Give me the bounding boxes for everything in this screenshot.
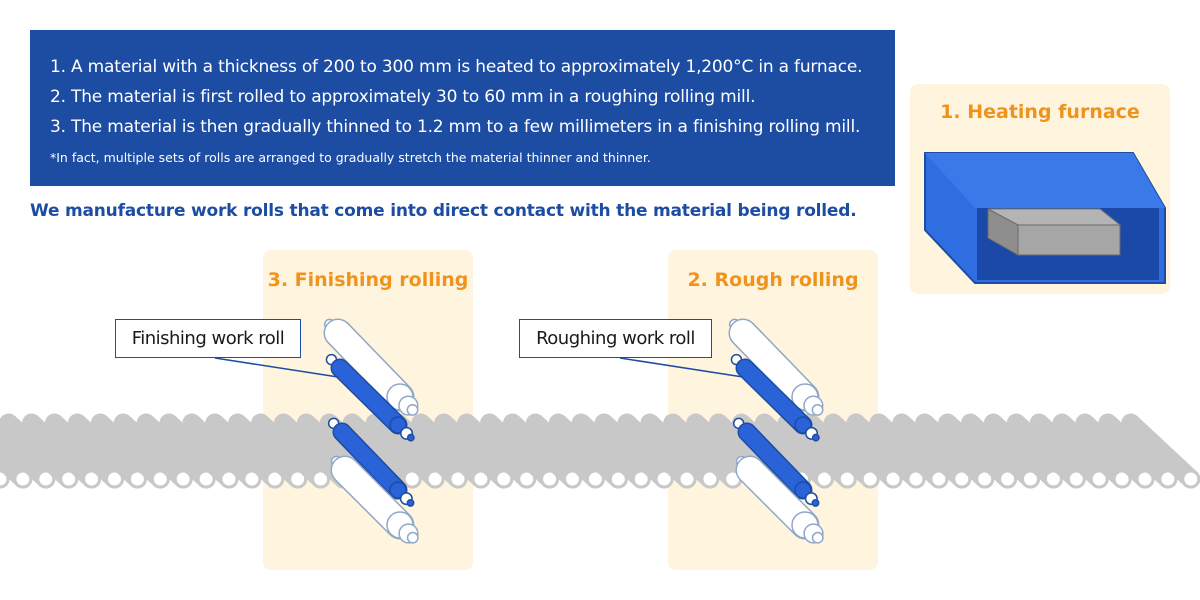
- conveyor-roller: [67, 413, 147, 489]
- rough-lower-work-roll: [732, 417, 820, 507]
- finishing-leader-line: [214, 357, 339, 378]
- conveyor-roller: [571, 413, 651, 489]
- conveyor-roller: [205, 413, 285, 489]
- conveyor-roller: [869, 413, 949, 489]
- conveyor-roller: [159, 413, 239, 489]
- rough-lower-backup-roll: [735, 455, 824, 544]
- conveyor-roller: [503, 413, 582, 489]
- conveyor-roller: [251, 413, 331, 489]
- conveyor-roller: [800, 413, 880, 489]
- callout-leader-lines: [214, 357, 744, 378]
- rough-rolling-panel: 2. Rough rolling: [668, 250, 878, 570]
- step-1-text: 1. A material with a thickness of 200 to…: [50, 57, 863, 77]
- conveyor-roller: [1029, 413, 1109, 489]
- conveyor-roller: [1075, 413, 1155, 489]
- finishing-lower-work-roll: [327, 417, 415, 507]
- rough-rolling-title: 2. Rough rolling: [687, 269, 859, 291]
- finishing-lower-backup-roll: [330, 455, 419, 544]
- conveyor-roller: [0, 423, 56, 489]
- conveyor-roller: [823, 413, 903, 489]
- conveyor-roller: [228, 413, 308, 489]
- conveyor-roller: [961, 413, 1040, 489]
- conveyor-roller: [915, 413, 995, 489]
- conveyor-roller: [640, 413, 720, 489]
- conveyor-roller: [1052, 413, 1132, 489]
- conveyor-roller: [1006, 413, 1086, 489]
- conveyor-roller: [983, 413, 1063, 489]
- conveyor-roller: [365, 413, 445, 489]
- furnace-illustration: [924, 152, 1166, 284]
- conveyor-roller: [938, 413, 1018, 489]
- conveyor-roller: [0, 413, 79, 489]
- finishing-upper-backup-roll: [323, 318, 419, 416]
- conveyor-roller: [434, 413, 514, 489]
- footnote: *In fact, multiple sets of rolls are arr…: [50, 150, 651, 165]
- conveyor-roller: [594, 413, 674, 489]
- roller-conveyor: [0, 413, 1200, 489]
- finishing-upper-work-roll: [325, 353, 415, 442]
- finishing-rolling-panel: 3. Finishing rolling: [263, 250, 473, 570]
- conveyor-roller: [617, 413, 697, 489]
- rough-upper-backup-roll: [728, 318, 824, 416]
- process-description-box: 1. A material with a thickness of 200 to…: [30, 30, 895, 186]
- conveyor-roller: [342, 413, 422, 489]
- conveyor-roller: [457, 413, 537, 489]
- rough-upper-work-roll: [730, 353, 820, 442]
- conveyor-roller: [892, 413, 972, 489]
- conveyor-roller: [846, 413, 926, 489]
- work-roll-statement: We manufacture work rolls that come into…: [30, 201, 857, 221]
- conveyor-roller: [1121, 413, 1200, 489]
- finishing-work-roll-callout: Finishing work roll: [115, 319, 301, 358]
- step-3-text: 3. The material is then gradually thinne…: [50, 117, 861, 137]
- conveyor-roller: [411, 413, 491, 489]
- rough-leader-line: [619, 357, 744, 378]
- conveyor-roller: [136, 413, 216, 489]
- conveyor-roller: [1098, 413, 1178, 489]
- conveyor-roller: [22, 413, 102, 489]
- furnace-top: [925, 153, 1165, 208]
- conveyor-roller: [113, 413, 193, 489]
- heating-furnace-title: 1. Heating furnace: [940, 101, 1140, 123]
- conveyor-roller: [45, 413, 124, 489]
- conveyor-roller: [754, 413, 834, 489]
- roughing-work-roll-callout: Roughing work roll: [519, 319, 712, 358]
- upper-roll-stands: [323, 318, 824, 442]
- conveyor-roller: [548, 413, 628, 489]
- lower-roll-stands: [327, 417, 824, 544]
- slab-front: [1017, 224, 1121, 256]
- finishing-rolling-title: 3. Finishing rolling: [267, 269, 469, 291]
- conveyor-roller: [90, 413, 170, 489]
- step-2-text: 2. The material is first rolled to appro…: [50, 87, 756, 107]
- conveyor-roller: [480, 413, 560, 489]
- conveyor-roller: [525, 413, 605, 489]
- conveyor-roller: [0, 444, 33, 489]
- conveyor-roller: [182, 413, 262, 489]
